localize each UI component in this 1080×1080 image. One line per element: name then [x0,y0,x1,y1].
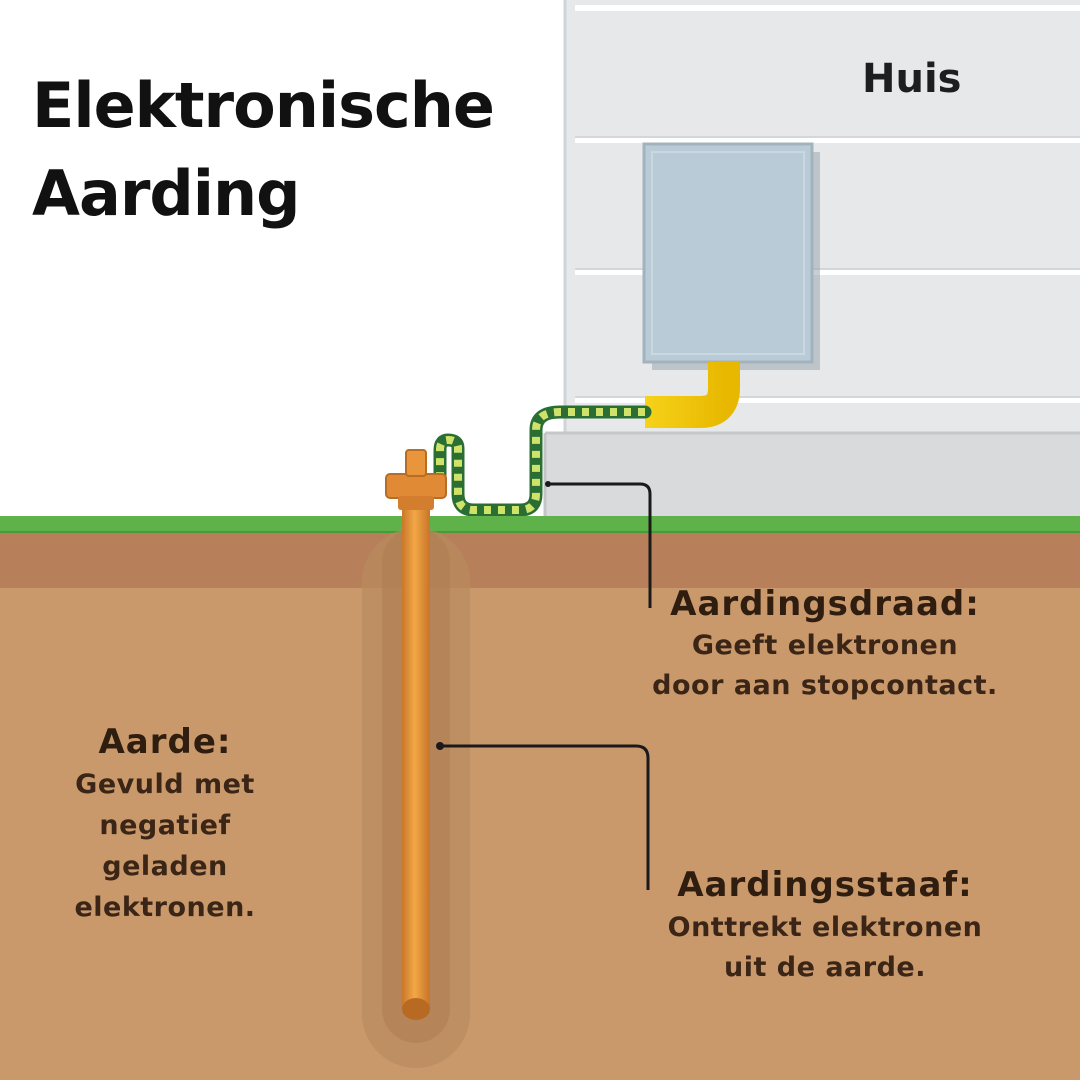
house-siding [565,0,1080,440]
callout-text-line: Onttrekt elektronen [667,912,983,943]
wire-leader-line [548,482,652,608]
callout-text-line: geladen [102,851,228,882]
grass-line [0,516,1080,532]
callout-heading: Aardingsdraad: [670,584,980,624]
callout-earth: Aarde: Gevuld met negatief geladen elekt… [50,720,280,928]
callout-grounding-wire: Aardingsdraad: Geeft elektronen door aan… [640,582,1010,706]
grounding-rod [385,449,447,1020]
house-label: Huis [862,56,962,102]
callout-heading: Aardingsstaaf: [677,865,973,905]
title-line-2: Aarding [32,157,301,230]
callout-text-line: Geeft elektronen [691,630,959,661]
callout-text-line: negatief [99,810,231,841]
soil [0,580,1080,1080]
diagram-title: Elektronische Aarding [32,62,495,238]
rod-clamp [385,473,447,499]
callout-text-line: elektronen. [74,892,256,923]
callout-text-line: uit de aarde. [724,952,926,983]
title-line-1: Elektronische [32,69,495,142]
house-wall [543,0,1080,518]
rod-leader-line [440,744,650,890]
callout-heading: Aarde: [98,722,232,762]
house-foundation [545,433,1080,518]
callout-grounding-rod: Aardingsstaaf: Onttrekt elektronen uit d… [640,862,1010,988]
callout-text-line: door aan stopcontact. [652,670,998,701]
topsoil [0,528,1080,588]
callout-text-line: Gevuld met [75,769,255,800]
meter-box [642,142,820,370]
yellow-conduit [645,362,740,428]
